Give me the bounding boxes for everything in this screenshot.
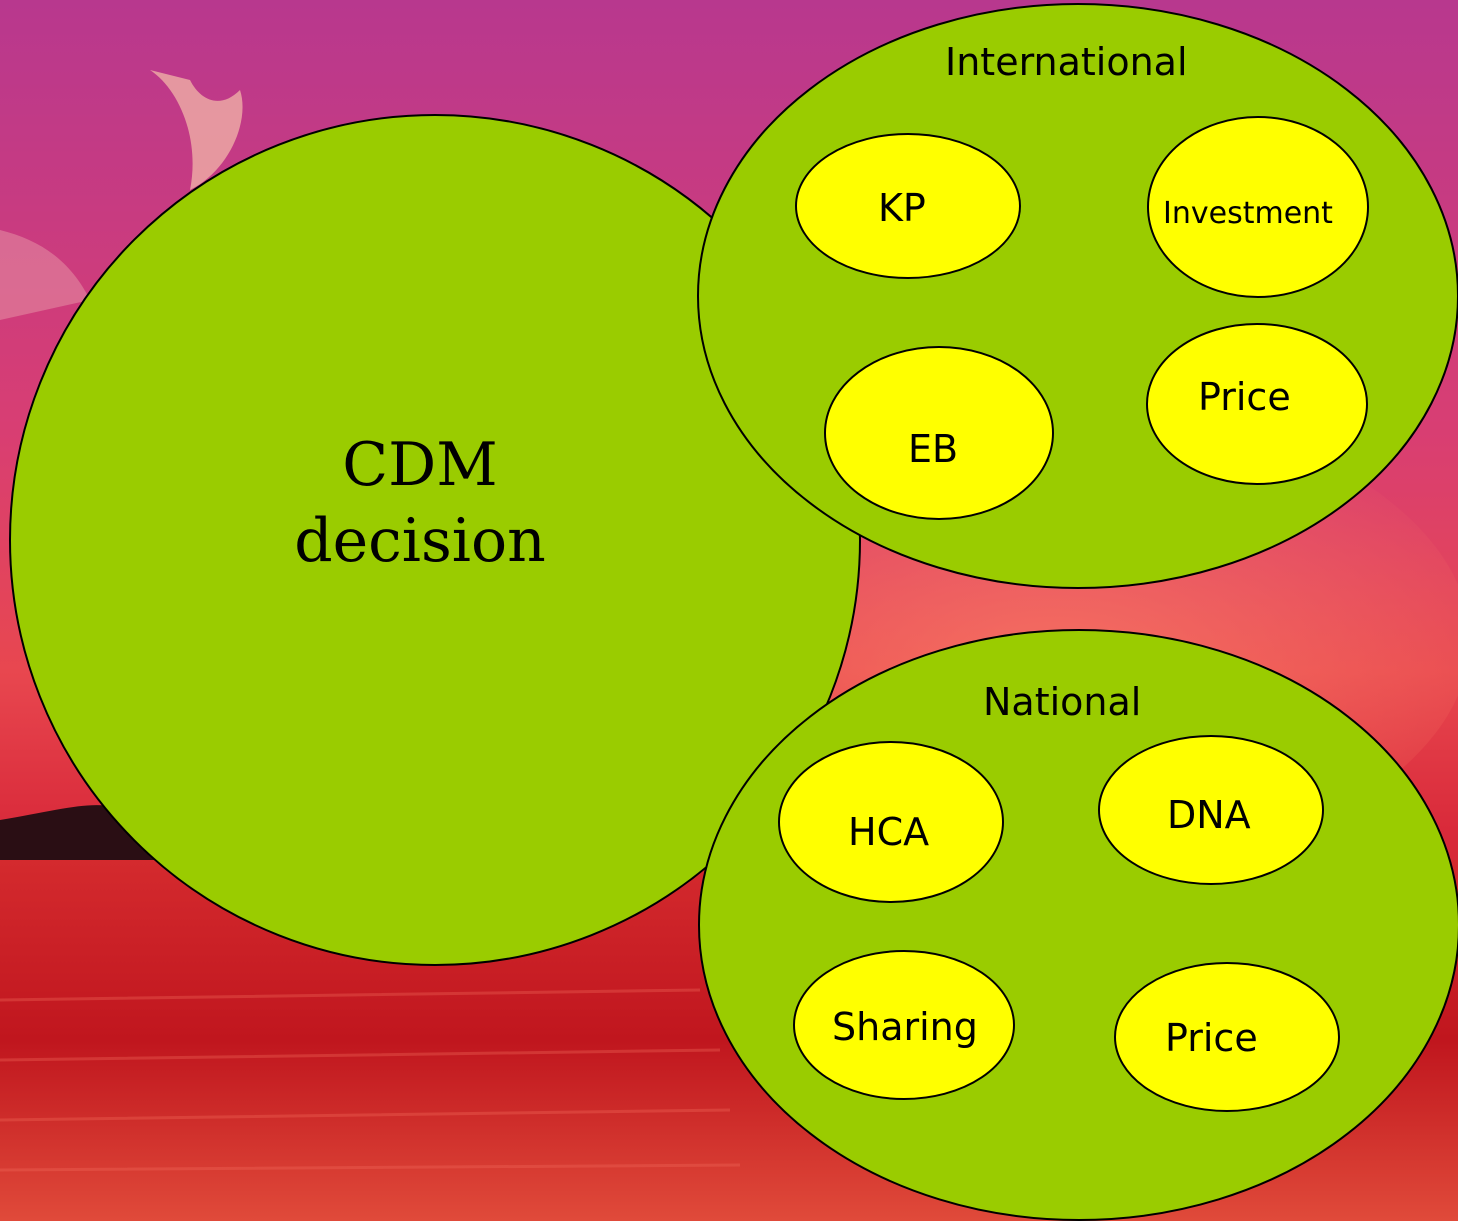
natl-item-dna bbox=[1098, 735, 1324, 885]
intl-label-eb: EB bbox=[908, 427, 959, 471]
cloud-wisp bbox=[150, 70, 243, 190]
natl-item-hca bbox=[778, 741, 1004, 903]
intl-label-price: Price bbox=[1198, 375, 1291, 419]
international-group bbox=[697, 3, 1458, 589]
intl-item-eb bbox=[824, 346, 1054, 520]
cdm-decision-circle bbox=[9, 114, 861, 966]
natl-item-price bbox=[1114, 962, 1340, 1112]
intl-label-kp: KP bbox=[878, 186, 926, 230]
cdm-title-line2: decision bbox=[294, 506, 546, 576]
natl-label-dna: DNA bbox=[1167, 793, 1251, 837]
intl-item-kp bbox=[795, 133, 1021, 279]
natl-label-hca: HCA bbox=[848, 810, 930, 854]
national-label: National bbox=[983, 680, 1142, 724]
cdm-title-line1: CDM bbox=[342, 430, 498, 500]
natl-label-price: Price bbox=[1165, 1016, 1258, 1060]
cloud-streak bbox=[0, 230, 90, 320]
sea-ripples bbox=[0, 988, 741, 1172]
international-label: International bbox=[945, 40, 1188, 84]
intl-label-investment: Investment bbox=[1163, 196, 1333, 231]
natl-label-sharing: Sharing bbox=[832, 1005, 978, 1049]
natl-item-sharing bbox=[793, 950, 1015, 1100]
cdm-title: CDM decision bbox=[235, 435, 605, 571]
intl-item-investment bbox=[1147, 116, 1369, 298]
intl-item-price bbox=[1146, 323, 1368, 485]
